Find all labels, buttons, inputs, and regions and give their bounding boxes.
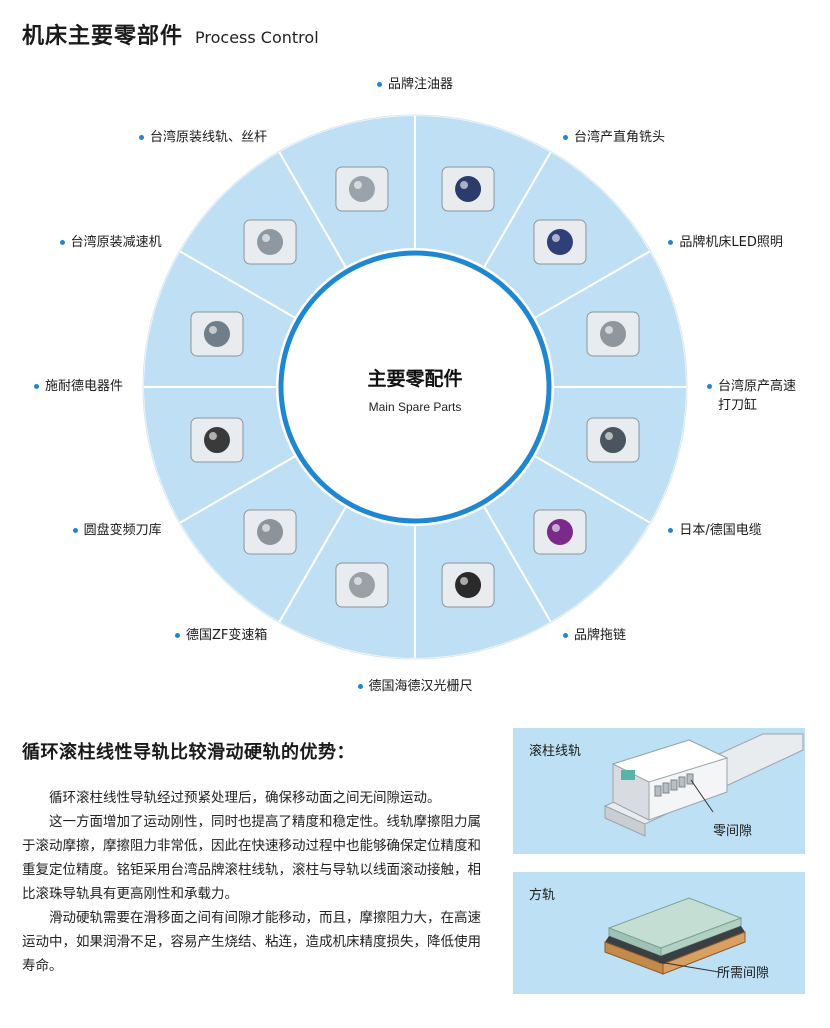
- roller-rail-title: 滚柱线轨: [529, 744, 582, 759]
- box-way-illustration: [604, 897, 746, 975]
- center-hub: [278, 250, 552, 524]
- cylinder-icon: [586, 417, 640, 463]
- ring-outer-border: [142, 114, 688, 660]
- page-header: 机床主要零部件 Process Control: [22, 18, 319, 50]
- zero-gap-label: 零间隙: [713, 824, 753, 839]
- center-title: 主要零配件: [367, 367, 462, 390]
- cable-icon: [533, 509, 587, 555]
- part-label: 德国ZF变速箱: [175, 626, 267, 645]
- advantage-paragraph: 循环滚柱线性导轨经过预紧处理后，确保移动面之间无间隙运动。: [49, 790, 441, 806]
- part-label: 德国海德汉光栅尺: [357, 677, 473, 696]
- part-label: 日本/德国电缆: [668, 521, 762, 540]
- reducer-icon: [243, 219, 297, 265]
- required-gap-label: 所需间隙: [717, 966, 770, 981]
- bullet-dot: [377, 82, 382, 87]
- part-label-text: 品牌拖链: [574, 628, 627, 644]
- part-label-text: 台湾原产高速打刀缸: [718, 379, 797, 413]
- part-label-text: 德国ZF变速箱: [186, 628, 268, 644]
- linear-rail-icon: [335, 166, 389, 212]
- led-lamp-icon: [586, 311, 640, 357]
- box-way-panel: 方轨 所需间隙: [513, 872, 805, 994]
- advantage-paragraph: 滑动硬轨需要在滑移面之间有间隙才能移动，而且，摩擦阻力大，在高速运动中，如果润滑…: [22, 910, 481, 974]
- roller-rail-illustration: [603, 733, 804, 837]
- oil-lubricator-icon: [441, 166, 495, 212]
- bullet-dot: [175, 633, 180, 639]
- part-label: 施耐德电器件: [34, 377, 123, 396]
- part-label-text: 圆盘变频刀库: [83, 523, 162, 538]
- bullet-dot: [563, 134, 568, 140]
- drag-chain-icon: [441, 562, 495, 608]
- advantage-paragraph: 这一方面增加了运动刚性，同时也提高了精度和稳定性。线轨摩擦阻力属于滚动摩擦，摩擦…: [22, 814, 481, 902]
- linear-scale-icon: [335, 562, 389, 608]
- part-label-text: 品牌机床LED照明: [679, 235, 783, 250]
- part-label: 圆盘变频刀库: [72, 521, 162, 540]
- part-label: 台湾原产高速打刀缸: [707, 377, 796, 415]
- part-label-text: 德国海德汉光栅尺: [368, 679, 473, 694]
- bullet-dot: [72, 528, 78, 533]
- roller-rail-panel: 滚柱线轨 零间隙: [513, 728, 805, 854]
- page-title: 机床主要零部件: [22, 24, 184, 49]
- page-subtitle: Process Control: [195, 28, 319, 47]
- advantage-title: 循环滚柱线性导轨比较滑动硬轨的优势：: [22, 742, 355, 763]
- bullet-dot: [563, 633, 568, 639]
- electrical-cabinet-icon: [190, 311, 244, 357]
- part-label-text: 台湾原装减速机: [70, 235, 162, 250]
- bullet-dot: [59, 240, 65, 245]
- part-label: 品牌机床LED照明: [668, 233, 783, 252]
- center-subtitle: Main Spare Parts: [369, 400, 462, 414]
- gearbox-icon: [243, 509, 297, 555]
- part-label-text: 台湾原装线轨、丝杆: [150, 129, 268, 145]
- advantage-section: 循环滚柱线性导轨比较滑动硬轨的优势： 循环滚柱线性导轨经过预紧处理后，确保移动面…: [22, 738, 492, 978]
- part-label-text: 日本/德国电缆: [679, 523, 762, 538]
- bullet-dot: [34, 384, 39, 389]
- parts-ring: 主要零配件 Main Spare Parts: [141, 113, 689, 661]
- part-label: 台湾产直角铣头: [563, 128, 665, 147]
- part-label: 品牌注油器: [377, 75, 453, 94]
- part-label: 台湾原装减速机: [59, 233, 162, 252]
- bullet-dot: [707, 384, 712, 389]
- part-label-text: 施耐德电器件: [45, 379, 124, 394]
- bullet-dot: [139, 134, 144, 140]
- bullet-dot: [668, 528, 674, 533]
- part-label: 品牌拖链: [563, 626, 626, 645]
- bullet-dot: [668, 240, 674, 245]
- part-label-text: 台湾产直角铣头: [574, 129, 666, 145]
- box-way-title: 方轨: [529, 888, 556, 903]
- part-label: 台湾原装线轨、丝杆: [139, 128, 267, 147]
- tool-magazine-icon: [190, 417, 244, 463]
- milling-head-icon: [533, 219, 587, 265]
- bullet-dot: [357, 684, 363, 689]
- parts-ring-diagram: 主要零配件 Main Spare Parts: [0, 80, 830, 710]
- part-label-text: 品牌注油器: [388, 77, 454, 92]
